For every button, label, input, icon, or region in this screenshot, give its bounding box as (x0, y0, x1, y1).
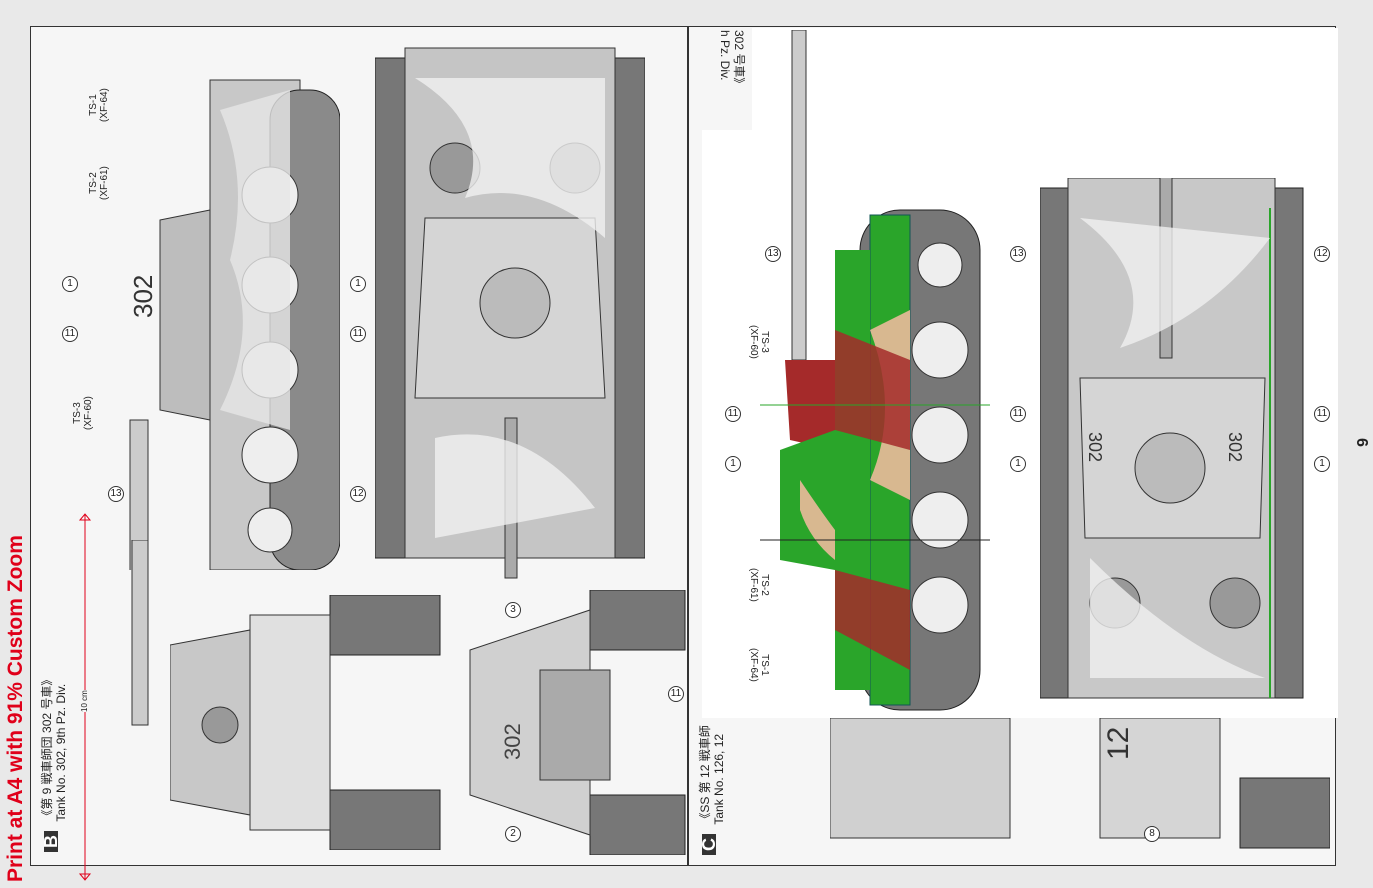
section-c-title-jp: 《SS 第 12 戦車師 (698, 725, 712, 825)
section-b-title-jp: 《第 9 戦車師団 302 号車》 (40, 673, 54, 822)
paint-label-ts3: TS-3(XF-60) (72, 396, 94, 430)
section-c-callout-11: 11 (725, 406, 741, 422)
callout-3: 3 (505, 602, 521, 618)
section-c-top-view (1040, 178, 1304, 699)
print-note: Print at A4 with 91% Custom Zoom (4, 535, 27, 882)
section-c-callout-11-top: 11 (1010, 406, 1026, 422)
callout-11-front: 11 (668, 686, 684, 702)
callout-13: 13 (108, 486, 124, 502)
section-b-side-view (129, 79, 340, 570)
section-c-paint-ts1: TS-1(XF-64) (748, 648, 770, 682)
section-b-front-number: 302 (500, 723, 525, 760)
section-c-paint-ts3: TS-3(XF-60) (748, 325, 770, 359)
section-c-callout-12-right: 12 (1314, 246, 1330, 262)
section-c-side-view-colored (760, 30, 990, 711)
paint-label-ts1: TS-1(XF-64) (88, 88, 110, 122)
section-b-top-view (375, 47, 645, 579)
section-c-rear-view (830, 718, 1330, 849)
section-c-callout-8: 8 (1144, 826, 1160, 842)
page-number: 6 (1353, 438, 1370, 447)
section-b-title-en: Tank No. 302, 9th Pz. Div. (54, 683, 68, 822)
scale-label: 10 cm (78, 690, 92, 712)
section-c-turret-number: 302 (1225, 432, 1245, 463)
section-c-callout-13: 13 (765, 246, 781, 262)
section-b-turret-number: 302 (128, 274, 158, 318)
section-c-callout-13-top: 13 (1010, 246, 1026, 262)
callout-12-top: 12 (350, 486, 366, 502)
section-c-overlay-left-strip (702, 130, 752, 718)
section-b-front-view (469, 590, 686, 855)
section-c-partial-number: 12 (1102, 726, 1135, 760)
section-c-callout-1-right: 1 (1314, 456, 1330, 472)
callout-11-top: 11 (350, 326, 366, 342)
callout-2: 2 (505, 826, 521, 842)
section-b-caption: B 《第 9 戦車師団 302 号車》 Tank No. 302, 9th Pz… (40, 674, 68, 852)
section-b-rear-view (170, 595, 441, 850)
section-c-title-en: Tank No. 126, 12 (712, 733, 726, 825)
section-c-caption: C 《SS 第 12 戦車師 Tank No. 126, 12 (698, 725, 726, 855)
section-b-gun-barrel (131, 540, 149, 726)
section-c-paint-ts2: TS-2(XF-61) (748, 568, 770, 602)
paint-label-ts2: TS-2(XF-61) (88, 166, 110, 200)
section-b-badge: B (41, 831, 61, 852)
section-c-callout-1: 1 (725, 456, 741, 472)
callout-11: 11 (62, 326, 78, 342)
section-c-callout-11-right: 11 (1314, 406, 1330, 422)
section-c-top-fragment: 302 号車》h Pz. Div. (718, 30, 746, 90)
section-c-turret-number-2: 302 (1085, 432, 1105, 463)
section-c-badge: C (699, 834, 719, 855)
section-c-callout-1-top: 1 (1010, 456, 1026, 472)
callout-1: 1 (62, 276, 78, 292)
callout-1-top: 1 (350, 276, 366, 292)
